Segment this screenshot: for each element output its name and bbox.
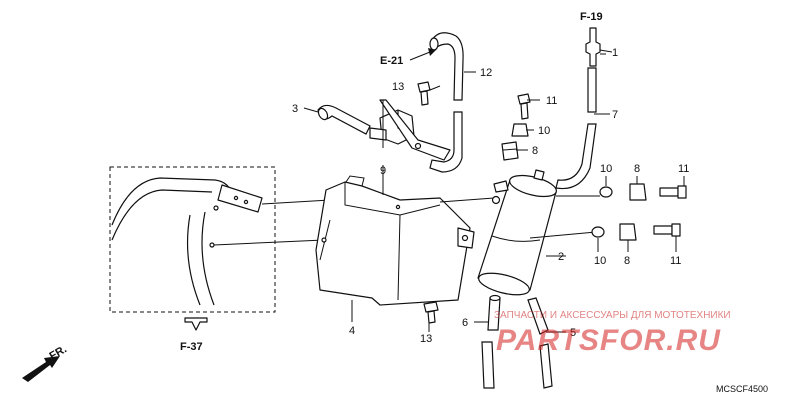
fitting-1 bbox=[585, 27, 606, 67]
collar-10-right-bottom bbox=[591, 226, 605, 238]
watermark-caption: ЗАПЧАСТИ И АКСЕССУАРЫ ДЛЯ МОТОТЕХНИКИ bbox=[494, 310, 731, 321]
part-label-8-right-top: 8 bbox=[634, 163, 640, 175]
bracket-4 bbox=[315, 175, 495, 322]
part-label-3: 3 bbox=[292, 103, 298, 115]
part-label-6: 6 bbox=[462, 317, 468, 329]
part-label-8-top: 8 bbox=[532, 145, 538, 157]
part-label-1: 1 bbox=[612, 47, 618, 59]
part-label-7: 7 bbox=[612, 109, 618, 121]
canister-2 bbox=[477, 169, 600, 296]
part-label-5: 5 bbox=[570, 327, 576, 339]
collar-10-right-top bbox=[599, 186, 613, 198]
part-label-13-top: 13 bbox=[392, 81, 404, 93]
diagram-code: MCSCF4500 bbox=[716, 384, 768, 394]
part-label-10-right-top: 10 bbox=[600, 163, 612, 175]
part-label-10-right-bottom: 10 bbox=[594, 255, 606, 267]
grommet-8-right-bottom bbox=[619, 223, 637, 241]
bolt-13-top bbox=[417, 81, 431, 106]
leader-lines bbox=[303, 49, 685, 333]
part-label-10-top: 10 bbox=[538, 125, 550, 137]
part-label-2: 2 bbox=[558, 251, 564, 263]
part-label-4: 4 bbox=[349, 325, 355, 337]
f19-label: F-19 bbox=[580, 11, 603, 23]
f37-arrow: F-37 bbox=[180, 317, 208, 353]
watermark: ЗАПЧАСТИ И АКСЕССУАРЫ ДЛЯ МОТОТЕХНИКИ PA… bbox=[494, 310, 731, 357]
part-label-11-right-top: 11 bbox=[678, 163, 689, 175]
hose-5 bbox=[527, 297, 553, 389]
part-label-11-right-bottom: 11 bbox=[670, 255, 681, 267]
watermark-brand: PARTSFOR.RU bbox=[496, 324, 721, 357]
valve-9 bbox=[369, 99, 451, 195]
frame-inset bbox=[109, 166, 331, 313]
f37-label: F-37 bbox=[180, 341, 203, 353]
collar-10-top bbox=[511, 123, 529, 137]
e21-label: E-21 bbox=[380, 55, 403, 67]
grommet-8-top bbox=[501, 141, 519, 161]
part-label-11-top: 11 bbox=[546, 95, 557, 107]
front-label: FR. bbox=[48, 343, 69, 362]
hose-12 bbox=[429, 32, 464, 173]
hose-7 bbox=[555, 67, 597, 190]
bolt-11-right-bottom bbox=[653, 223, 681, 237]
part-labels: 1 2 3 4 5 6 7 8 8 9 10 10 11 11 11 12 13… bbox=[292, 47, 689, 345]
bolt-13-bottom bbox=[423, 301, 439, 324]
part-label-9: 9 bbox=[380, 165, 386, 177]
bolt-11-right-top bbox=[659, 185, 687, 199]
part-label-8-right-bottom: 8 bbox=[624, 255, 630, 267]
grommet-8-right-top bbox=[629, 183, 647, 201]
hose-3 bbox=[317, 104, 371, 135]
part-label-13-bottom: 13 bbox=[420, 333, 432, 345]
front-arrow: FR. bbox=[22, 343, 69, 382]
bolt-11-top bbox=[517, 93, 531, 120]
part-label-12: 12 bbox=[480, 67, 492, 79]
hose-6 bbox=[481, 294, 501, 389]
